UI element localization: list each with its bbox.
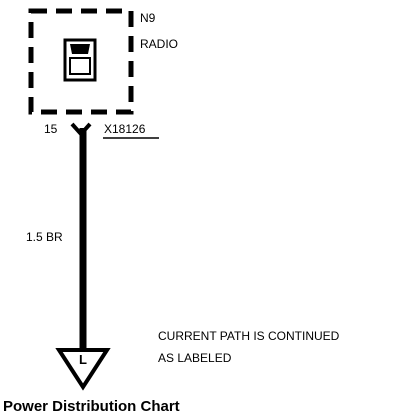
continuation-note-line2: AS LABELED [158,351,232,365]
component-ref: N9 [140,11,156,25]
component-boundary [28,8,134,115]
connector-id: X18126 [104,122,146,136]
wire-spec: 1.5 BR [26,230,63,244]
continuation-note-line1: CURRENT PATH IS CONTINUED [158,329,340,343]
connector-pin: 15 [44,122,58,136]
component-name: RADIO [140,37,178,51]
continuation-triangle [55,348,111,391]
continuation-letter: L [79,352,87,367]
radio-icon [63,38,97,82]
diagram-caption: Power Distribution Chart [3,398,180,415]
